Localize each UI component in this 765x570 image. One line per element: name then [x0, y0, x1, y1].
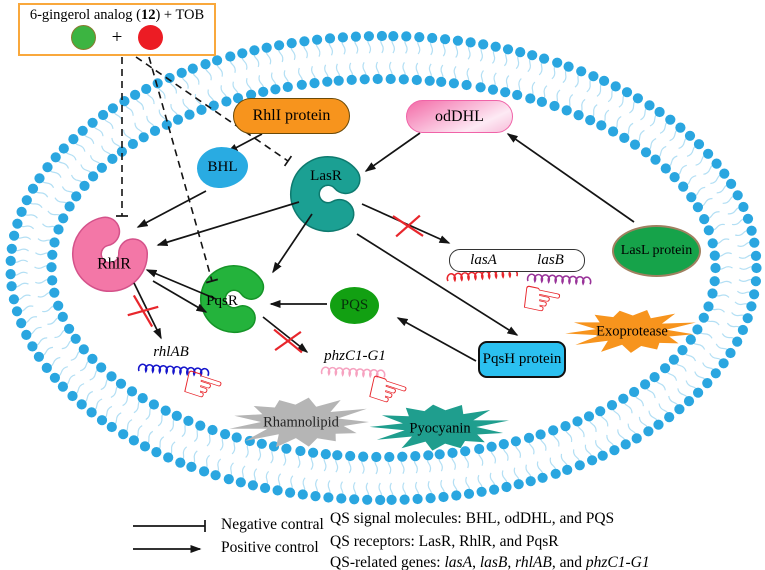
rhamnolipid-label: Rhamnolipid: [263, 414, 339, 431]
arrow-rhlr-to-pqsr: [152, 280, 208, 313]
legend-receptors: QS receptors: LasR, RhlR, and PqsR: [330, 533, 559, 550]
rhli-protein-label: RhlI protein: [252, 107, 331, 124]
pqs-label: PQS: [340, 297, 369, 313]
exoprotease-label: Exoprotease: [596, 323, 668, 340]
inhibition-dashed-line: [148, 56, 219, 284]
inhibitor-title: 6-gingerol analog (12) + TOB: [29, 7, 205, 23]
inhibition-x-icon: [127, 294, 159, 328]
inhibition-x-icon: [392, 214, 424, 238]
oddhl-node: odDHL: [406, 100, 513, 133]
legend-related-genes: QS-related genes: lasA, lasB, rhlAB, and…: [330, 554, 650, 570]
inhibitor-molecules-row: +: [70, 25, 164, 50]
pyocyanin-label: Pyocyanin: [409, 420, 471, 437]
pqs-node: PQS: [330, 287, 379, 324]
legend-negative-label: Negative contral: [221, 516, 324, 533]
rhlr-receptor-shape: [72, 216, 148, 292]
oddhl-label: odDHL: [435, 107, 484, 125]
bhl-label: BHL: [207, 159, 238, 175]
arrow-lasl-to-oddhl: [506, 133, 635, 223]
phzc1-g1-gene-label: phzC1-G1: [324, 348, 386, 365]
legend-line-samples: [133, 520, 206, 553]
pqsr-receptor-label: PqsR: [206, 293, 238, 310]
arrow-bhl-to-rhlr: [136, 190, 207, 228]
arrow-pqsr-to-rhlr: [145, 269, 217, 300]
pqsh-protein-node: PqsH protein: [478, 341, 566, 378]
arrow-lasr-to-pqsh: [356, 233, 519, 336]
pqsr-receptor-shape: [200, 265, 265, 333]
bhl-node: BHL: [197, 147, 248, 188]
lasb-gene-label: lasB: [537, 252, 564, 268]
lasr-receptor-shape: [290, 156, 361, 232]
plus-sign: +: [111, 26, 123, 48]
rhamnolipid-starburst: [229, 397, 369, 448]
lasb-gene-helix: [526, 273, 592, 286]
rhlab-gene-label: rhlAB: [153, 344, 189, 361]
arrow-pqsh-to-pqs: [396, 317, 477, 362]
tob-dot-icon: [138, 25, 164, 50]
rhlr-receptor-label: RhlR: [97, 255, 131, 273]
rhlab-gene-helix: [137, 363, 210, 378]
legend-positive-label: Positive control: [221, 539, 319, 556]
inhibition-dashed-line: [116, 57, 128, 217]
arrow-lasr-to-pqsr: [272, 213, 313, 274]
pqsh-protein-label: PqsH protein: [482, 351, 562, 367]
cell-membrane: [5, 30, 762, 506]
lasl-protein-label: LasL protein: [620, 243, 693, 258]
legend-signal-molecules: QS signal molecules: BHL, odDHL, and PQS: [330, 510, 615, 527]
inhibition-dashed-line: [135, 56, 293, 167]
phzc1-g1-gene-helix: [320, 366, 386, 379]
lasl-protein-node: LasL protein: [612, 225, 701, 277]
lasr-receptor-label: LasR: [310, 168, 342, 185]
exoprotease-starburst: [565, 310, 696, 353]
gingerol-analog-dot-icon: [70, 25, 96, 50]
arrow-lasr-to-rhlr: [156, 201, 300, 247]
rhli-protein-node: RhlI protein: [233, 98, 350, 134]
inhibitor-box: 6-gingerol analog (12) + TOB +: [18, 3, 216, 56]
arrow-pqsr-to-phz: [262, 316, 309, 353]
lasa-gene-label: lasA: [470, 252, 497, 268]
inhibition-x-icon: [273, 328, 303, 354]
lasa-lasb-gene-box: lasA lasB: [449, 249, 585, 272]
pyocyanin-starburst: [369, 404, 509, 451]
arrow-oddhl-to-lasr: [364, 132, 421, 172]
